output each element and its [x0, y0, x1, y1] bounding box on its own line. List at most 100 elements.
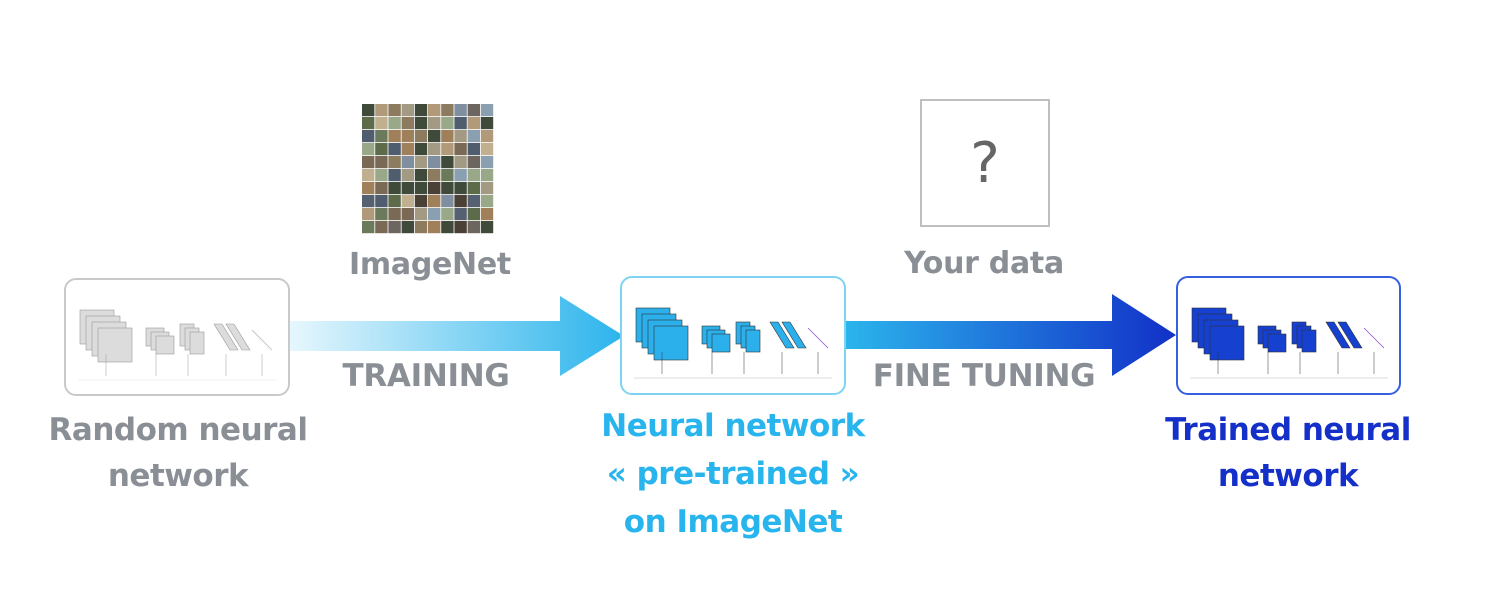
pretrained-caption-line-3: on ImageNet	[623, 504, 843, 540]
imagenet-thumbnail	[454, 182, 467, 195]
imagenet-thumbnail	[480, 143, 494, 156]
imagenet-thumbnail	[401, 221, 414, 234]
fc-layer	[1337, 321, 1363, 349]
imagenet-thumbnail	[414, 130, 428, 143]
imagenet-thumbnail	[428, 130, 441, 143]
imagenet-thumbnail	[414, 208, 428, 221]
trained-network-card	[1176, 276, 1401, 395]
feature-map	[745, 329, 761, 353]
fc-layer	[213, 323, 239, 351]
imagenet-thumbnail	[388, 130, 401, 143]
imagenet-thumbnail	[480, 208, 494, 221]
feature-map	[155, 335, 175, 355]
imagenet-thumbnail	[454, 169, 467, 182]
imagenet-thumbnail	[362, 117, 375, 130]
random-caption-line-1: Random neural	[48, 412, 308, 448]
imagenet-thumbnail	[388, 169, 401, 182]
imagenet-thumbnail	[467, 117, 480, 130]
imagenet-thumbnail	[454, 143, 467, 156]
imagenet-thumbnail	[441, 182, 454, 195]
imagenet-thumbnail	[454, 117, 467, 130]
your-data-box: ?	[920, 99, 1050, 227]
imagenet-thumbnail	[428, 208, 441, 221]
random-network-caption: Random neural network	[40, 407, 316, 499]
fc-layer	[769, 321, 795, 349]
imagenet-thumbnail	[428, 143, 441, 156]
feature-map	[97, 327, 133, 363]
imagenet-thumbnail	[441, 143, 454, 156]
imagenet-thumbnail	[467, 130, 480, 143]
pretrained-caption-line-1: Neural network	[601, 408, 865, 444]
imagenet-thumbnail	[467, 104, 480, 117]
imagenet-thumbnail	[388, 143, 401, 156]
fc-layer	[1325, 321, 1351, 349]
imagenet-thumbnail	[388, 156, 401, 169]
imagenet-thumbnail	[428, 182, 441, 195]
imagenet-thumbnail	[362, 169, 375, 182]
imagenet-image	[362, 104, 494, 234]
imagenet-thumbnail	[401, 143, 414, 156]
imagenet-thumbnail	[362, 195, 375, 208]
imagenet-thumbnail	[414, 117, 428, 130]
imagenet-thumbnail	[454, 221, 467, 234]
pretrained-network-caption: Neural network « pre-trained » on ImageN…	[592, 402, 874, 546]
imagenet-thumbnail	[375, 130, 388, 143]
imagenet-thumbnail	[441, 104, 454, 117]
imagenet-thumbnail	[480, 104, 494, 117]
training-arrow	[290, 296, 624, 376]
imagenet-thumbnail	[480, 130, 494, 143]
imagenet-thumbnail	[388, 208, 401, 221]
imagenet-thumbnail	[414, 182, 428, 195]
imagenet-thumbnail	[480, 221, 494, 234]
imagenet-thumbnail	[401, 130, 414, 143]
imagenet-thumbnail	[375, 221, 388, 234]
imagenet-thumbnail	[388, 182, 401, 195]
imagenet-thumbnail	[441, 130, 454, 143]
trained-network-caption: Trained neural network	[1150, 407, 1426, 499]
feature-map	[653, 325, 689, 361]
random-caption-line-2: network	[107, 458, 249, 494]
imagenet-thumbnail	[428, 117, 441, 130]
your-data-label: Your data	[904, 246, 1064, 281]
imagenet-thumbnail	[388, 117, 401, 130]
feature-map	[711, 333, 731, 353]
imagenet-thumbnail	[375, 182, 388, 195]
imagenet-thumbnail	[375, 156, 388, 169]
feature-map	[189, 331, 205, 355]
imagenet-thumbnail	[388, 221, 401, 234]
imagenet-thumbnail	[414, 221, 428, 234]
imagenet-thumbnail	[441, 156, 454, 169]
feature-map	[1267, 333, 1287, 353]
imagenet-thumbnail	[454, 156, 467, 169]
imagenet-thumbnail	[428, 104, 441, 117]
fine-tuning-label: FINE TUNING	[872, 358, 1096, 394]
random-network-card	[64, 278, 290, 396]
imagenet-thumbnail	[480, 117, 494, 130]
imagenet-thumbnail	[428, 169, 441, 182]
training-label: TRAINING	[342, 358, 510, 394]
imagenet-thumbnail	[467, 195, 480, 208]
trained-caption-line-1: Trained neural	[1165, 412, 1411, 448]
imagenet-thumbnail	[467, 208, 480, 221]
imagenet-thumbnail	[441, 221, 454, 234]
output-connection	[1363, 327, 1385, 349]
imagenet-thumbnail	[401, 208, 414, 221]
imagenet-thumbnail	[454, 104, 467, 117]
imagenet-thumbnail	[414, 104, 428, 117]
imagenet-thumbnail	[480, 182, 494, 195]
imagenet-thumbnail	[467, 169, 480, 182]
imagenet-thumbnail	[362, 143, 375, 156]
fine-tuning-arrow	[846, 294, 1176, 376]
imagenet-thumbnail	[401, 156, 414, 169]
imagenet-thumbnail	[375, 195, 388, 208]
imagenet-thumbnail	[441, 117, 454, 130]
trained-caption-line-2: network	[1217, 458, 1359, 494]
imagenet-thumbnail	[401, 169, 414, 182]
fc-layer	[781, 321, 807, 349]
imagenet-thumbnail	[428, 195, 441, 208]
fc-layer	[225, 323, 251, 351]
imagenet-thumbnail	[441, 195, 454, 208]
imagenet-thumbnail	[414, 156, 428, 169]
imagenet-thumbnail	[414, 195, 428, 208]
